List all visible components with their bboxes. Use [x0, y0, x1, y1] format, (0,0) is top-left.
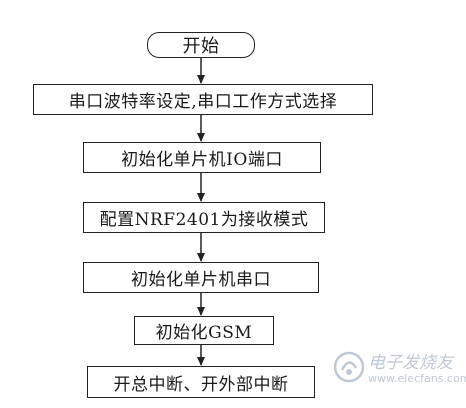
- step-label: 初始化单片机IO端口: [121, 150, 283, 170]
- step-label: 串口波特率设定,串口工作方式选择: [68, 92, 338, 112]
- watermark-logo-icon: [333, 351, 365, 383]
- step-serial-baud-config: 串口波特率设定,串口工作方式选择: [33, 84, 373, 115]
- step-init-mcu-serial: 初始化单片机串口: [83, 262, 319, 293]
- step-config-nrf2401: 配置NRF2401为接收模式: [83, 202, 325, 233]
- step-label: 开总中断、开外部中断: [113, 374, 289, 395]
- start-label: 开始: [182, 36, 220, 57]
- start-node: 开始: [147, 32, 255, 58]
- watermark: 电子发烧友 www.elecfans.com: [332, 346, 466, 394]
- step-label: 初始化GSM: [155, 323, 253, 343]
- watermark-url: www.elecfans.com: [368, 372, 466, 385]
- step-init-mcu-io: 初始化单片机IO端口: [83, 142, 321, 173]
- step-label: 配置NRF2401为接收模式: [99, 210, 309, 230]
- step-init-gsm: 初始化GSM: [134, 316, 274, 345]
- step-label: 初始化单片机串口: [131, 270, 271, 290]
- step-enable-interrupts: 开总中断、开外部中断: [87, 366, 315, 398]
- watermark-text: 电子发烧友: [368, 353, 453, 373]
